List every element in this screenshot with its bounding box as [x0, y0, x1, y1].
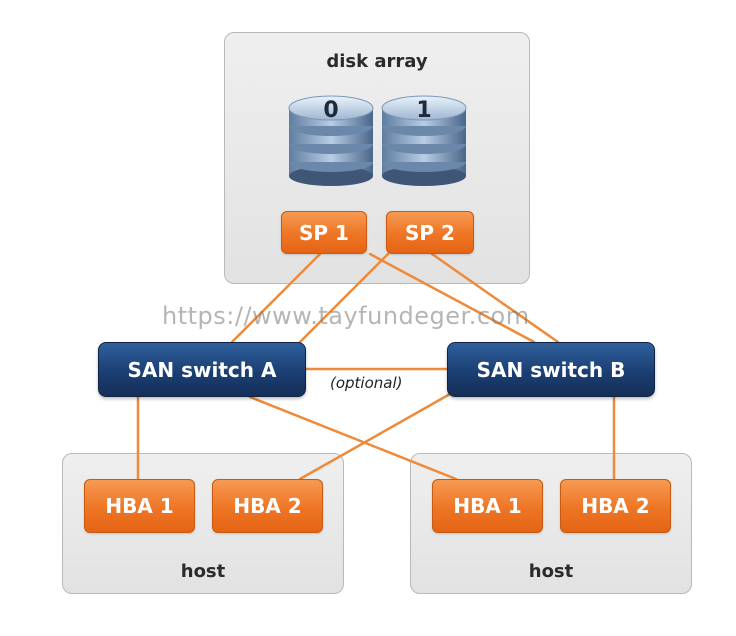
host-right-hba-2: HBA 2 [560, 479, 671, 533]
sp-1-node: SP 1 [281, 211, 367, 254]
disk-array-title: disk array [326, 51, 428, 72]
database-icon [288, 95, 374, 186]
link-sp2-switch-b [430, 252, 560, 344]
host-left-hba-2: HBA 2 [212, 479, 323, 533]
disk-0-label: 0 [323, 98, 339, 123]
link-sp1-switch-b [368, 252, 536, 344]
link-sp2-switch-a [298, 252, 390, 344]
database-icon [381, 95, 467, 186]
disk-0: 0 [285, 92, 377, 188]
link-sp1-switch-a [230, 252, 322, 344]
disk-1: 1 [378, 92, 470, 188]
disk-array-panel: disk array [224, 32, 530, 284]
host-title-left: host [180, 561, 226, 582]
san-switch-b-node: SAN switch B [447, 342, 655, 397]
optional-link-label: (optional) [330, 374, 403, 392]
watermark-text: https://www.tayfundeger.com [162, 302, 530, 330]
host-left-hba-1: HBA 1 [84, 479, 195, 533]
sp-2-node: SP 2 [386, 211, 474, 254]
disk-1-label: 1 [416, 98, 432, 123]
link-switch-b-host-left-hba2 [298, 392, 452, 481]
host-right-hba-1: HBA 1 [432, 479, 543, 533]
san-switch-a-node: SAN switch A [98, 342, 306, 397]
link-switch-a-host-right-hba1 [248, 395, 458, 481]
host-title-right: host [528, 561, 574, 582]
